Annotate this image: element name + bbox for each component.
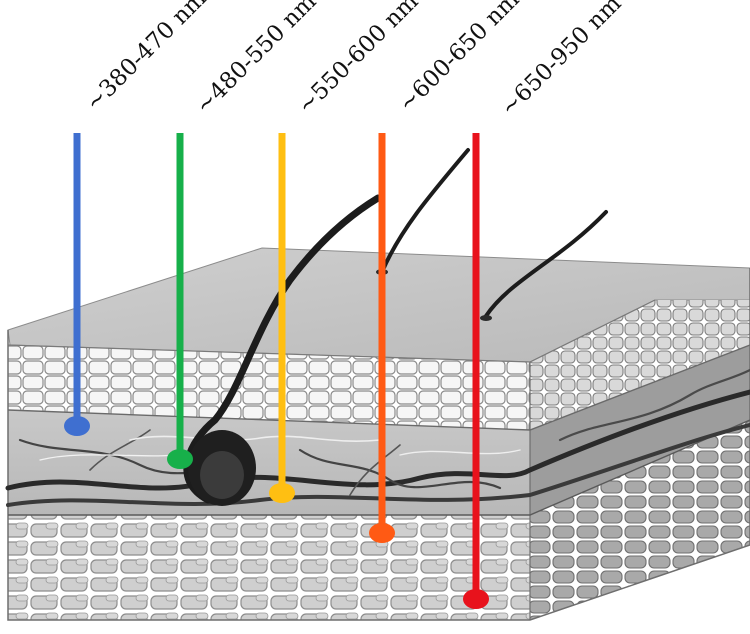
probe-tip [269, 483, 295, 503]
probe-tip [167, 449, 193, 469]
hypodermis-side [530, 420, 750, 620]
wavelength-label: ~650-950 nm [496, 0, 627, 121]
probe-tip [369, 523, 395, 543]
epidermis-side [530, 300, 750, 430]
probe-tip [463, 589, 489, 609]
probe-tip [64, 416, 90, 436]
epidermis-layer [8, 345, 530, 430]
dermis-side [530, 345, 750, 515]
hypodermis-layer [8, 515, 530, 620]
